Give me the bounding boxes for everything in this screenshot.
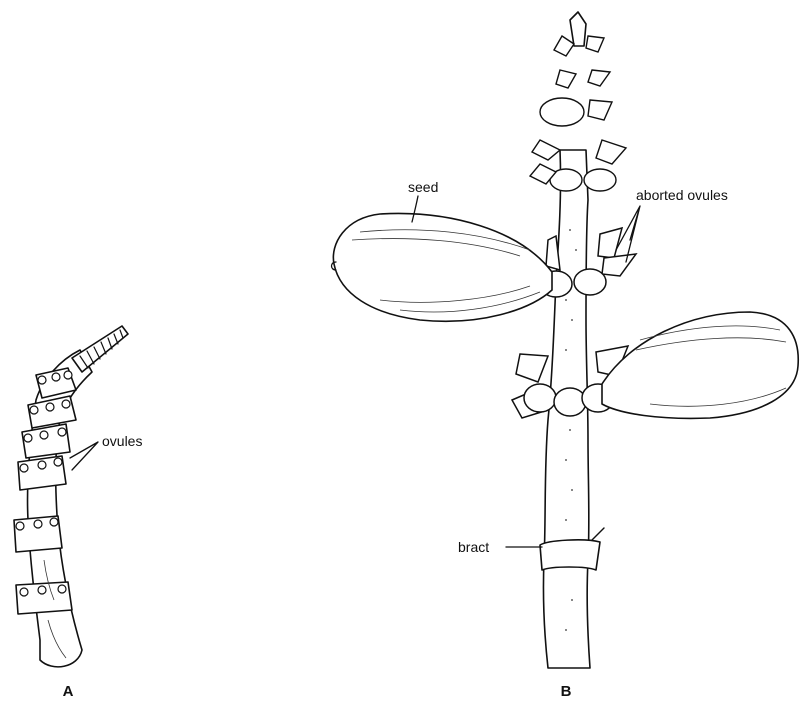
label-bract: bract (458, 539, 489, 555)
panel-label-a: A (63, 683, 74, 700)
label-aborted-ovules: aborted ovules (636, 187, 728, 203)
branch-drawing (332, 12, 799, 668)
label-seed: seed (408, 179, 438, 195)
panel-label-b: B (561, 683, 572, 700)
label-ovules: ovules (102, 433, 142, 449)
cone-axis-drawing (14, 326, 128, 667)
